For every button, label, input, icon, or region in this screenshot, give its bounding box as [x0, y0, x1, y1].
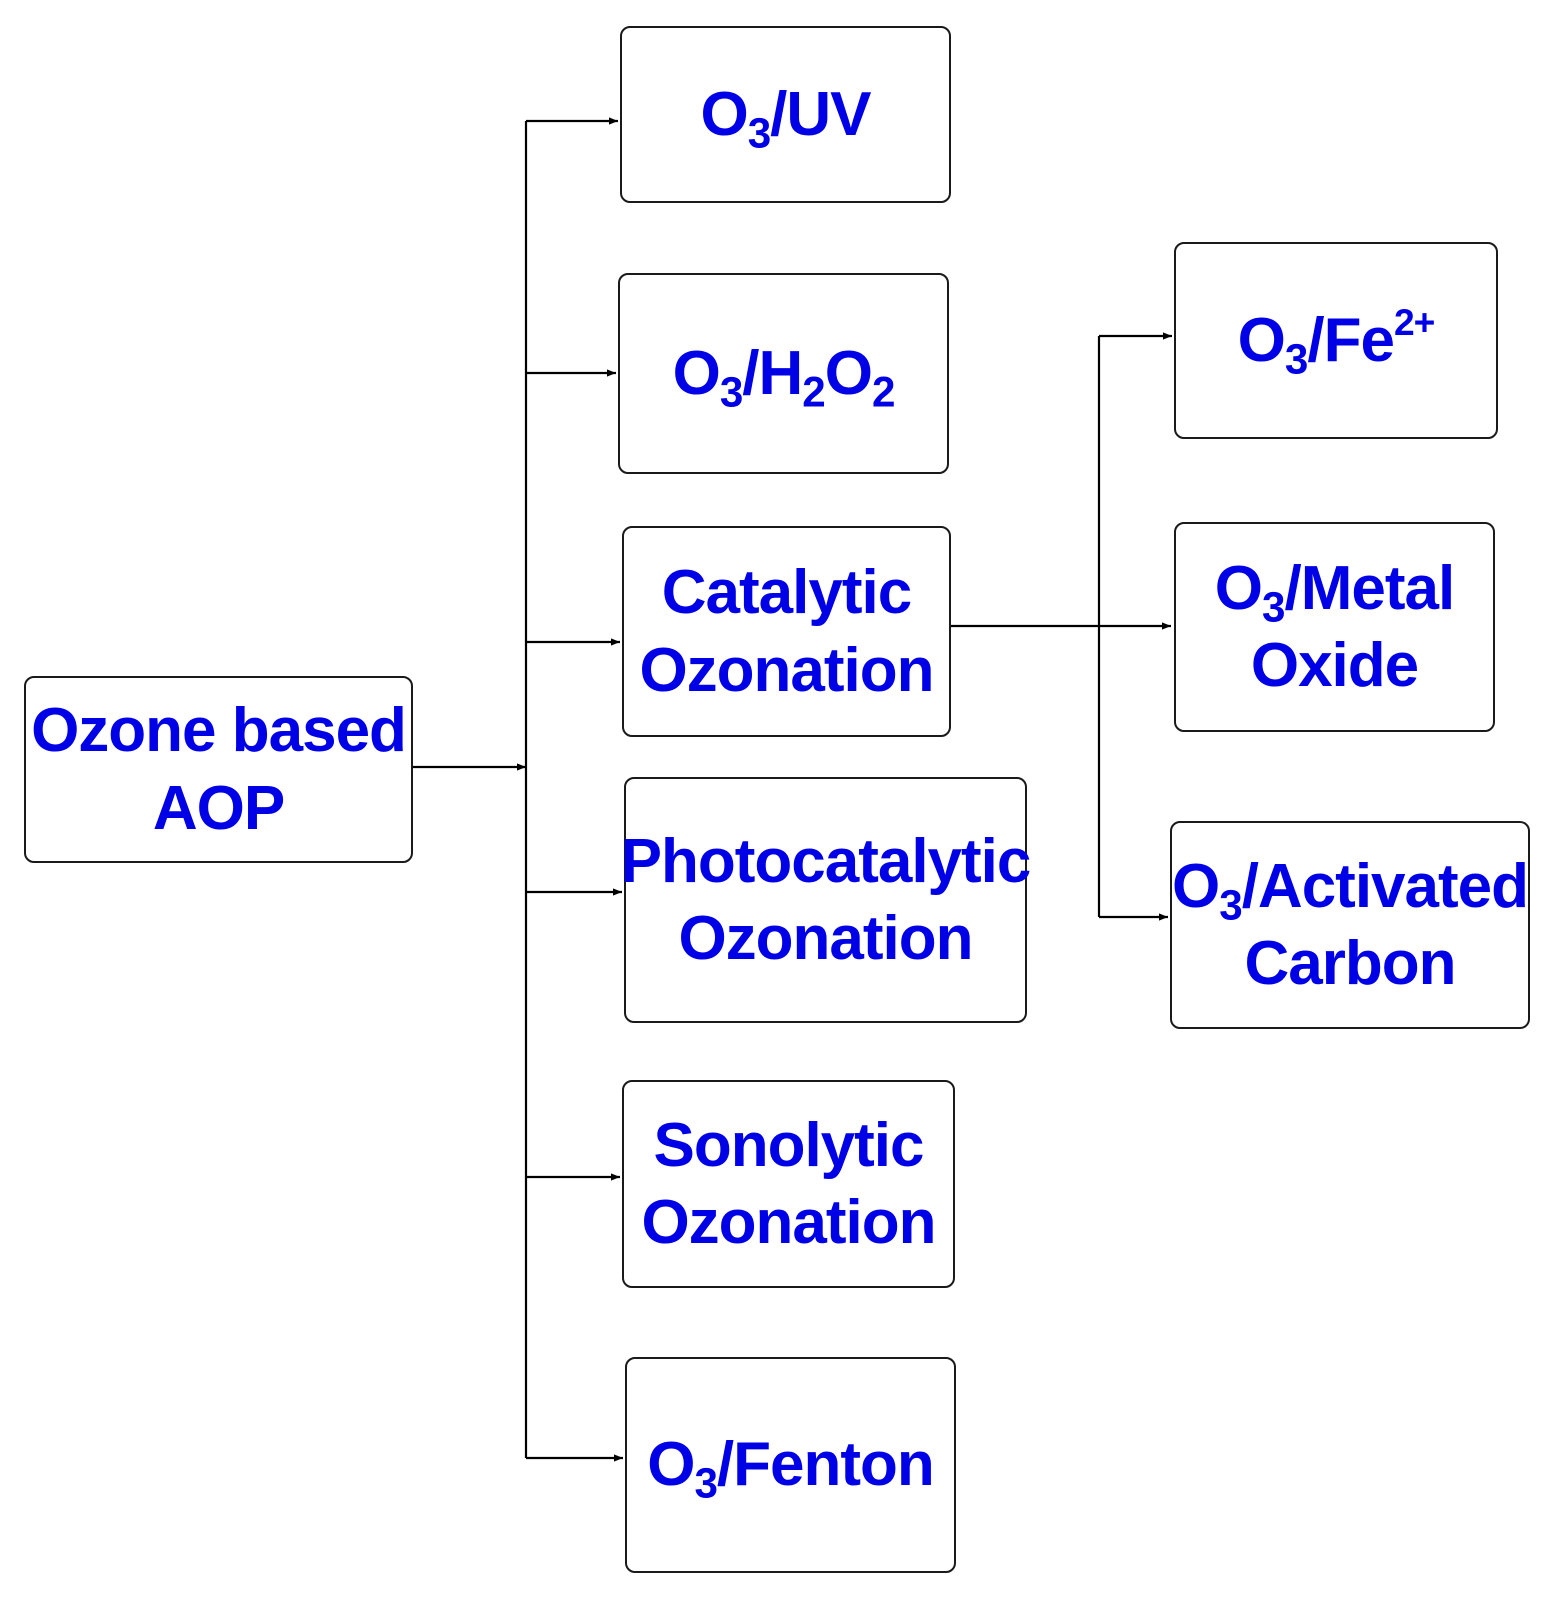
node-o3-uv: O3/UV — [620, 26, 951, 203]
node-o3-fe2: O3/Fe2+ — [1174, 242, 1498, 439]
node-label: O3/Fenton — [647, 1430, 935, 1507]
node-label-line1: Ozone based — [31, 696, 407, 765]
node-label: O3/Fe2+ — [1237, 300, 1436, 383]
node-sonolytic-ozonation: Sonolytic Ozonation — [622, 1080, 955, 1288]
node-o3-metal-oxide: O3/Metal Oxide — [1174, 522, 1495, 732]
node-label: O3/H2O2 — [672, 338, 896, 416]
node-ozone-based-aop: Ozone based AOP — [24, 676, 413, 863]
node-label-line1: Sonolytic — [653, 1110, 924, 1180]
node-label: O3/UV — [700, 79, 871, 157]
node-label-line2: AOP — [152, 773, 285, 843]
node-label-line2: Oxide — [1250, 631, 1419, 700]
node-label-line1: Photocatalytic — [620, 826, 1032, 896]
node-label-line1: O3/Metal — [1214, 553, 1455, 631]
node-o3-h2o2: O3/H2O2 — [618, 273, 949, 474]
node-o3-activated-carbon: O3/Activated Carbon — [1170, 821, 1530, 1029]
node-label-line1: O3/Activated — [1172, 851, 1529, 929]
node-label-line2: Ozonation — [639, 635, 934, 705]
node-label-line2: Ozonation — [641, 1188, 936, 1257]
node-label-line2: Carbon — [1244, 929, 1457, 998]
node-label-line2: Ozonation — [678, 904, 973, 973]
node-label-line1: Catalytic — [661, 558, 912, 627]
node-o3-fenton: O3/Fenton — [625, 1357, 956, 1573]
node-catalytic-ozonation: Catalytic Ozonation — [622, 526, 951, 737]
node-photocatalytic-ozonation: Photocatalytic Ozonation — [621, 777, 1031, 1023]
